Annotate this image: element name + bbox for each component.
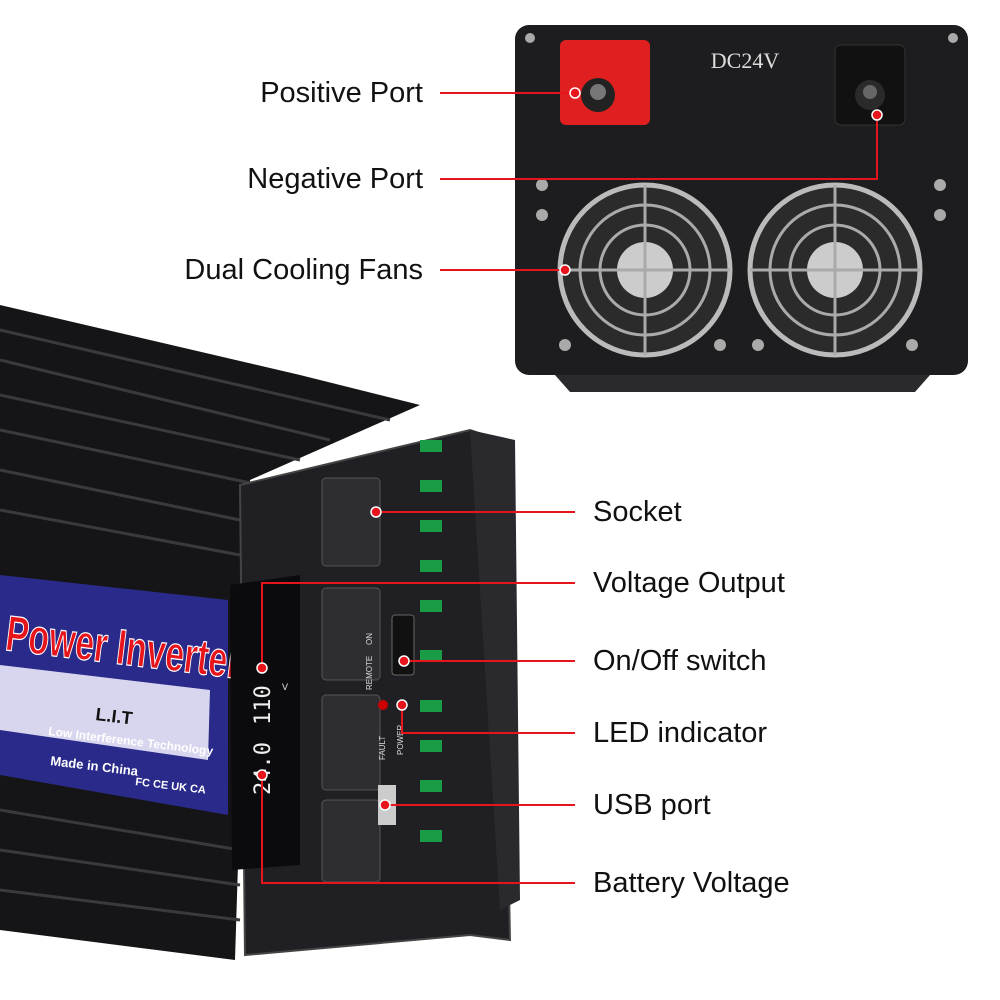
fault-mark: FAULT	[378, 736, 387, 760]
ac-socket	[321, 477, 381, 567]
callout-lines	[261, 92, 878, 884]
callout-positive-port: Positive Port	[260, 77, 423, 109]
callout-negative-port: Negative Port	[247, 163, 423, 195]
battery-voltage-reading: 24.0	[251, 742, 276, 795]
ac-socket	[321, 799, 381, 883]
inverter-body: Power Inverter L.I.T Low Interference Te…	[0, 305, 520, 960]
callout-socket: Socket	[593, 496, 682, 528]
output-voltage-reading: 110	[251, 685, 276, 725]
voltage-unit: V	[282, 682, 288, 692]
lcd-display	[230, 575, 300, 870]
remote-mark: REMOTE	[365, 656, 374, 690]
ac-socket	[321, 587, 381, 681]
cooling-fan-right	[747, 182, 923, 358]
callout-led-indicator: LED indicator	[593, 717, 768, 749]
rear-panel: DC24V	[515, 25, 968, 392]
negative-terminal	[834, 44, 906, 126]
cooling-fan-left	[557, 182, 733, 358]
callout-voltage-output: Voltage Output	[593, 567, 785, 599]
screws	[525, 33, 958, 351]
label-brand: L.I.T	[95, 704, 134, 728]
callout-dots	[256, 87, 883, 811]
fault-led	[378, 700, 388, 710]
voltage-marking: DC24V	[711, 48, 780, 73]
power-mark: POWER	[396, 725, 405, 755]
callout-on-off-switch: On/Off switch	[593, 645, 767, 677]
positive-terminal	[560, 40, 650, 125]
ac-socket	[321, 694, 381, 791]
switch-mark: ON	[365, 633, 374, 645]
callout-dual-cooling-fans: Dual Cooling Fans	[184, 254, 423, 286]
vent-slots	[420, 440, 442, 842]
callout-battery-voltage: Battery Voltage	[593, 867, 790, 899]
callout-usb-port: USB port	[593, 789, 711, 821]
ac-sockets	[321, 477, 381, 883]
